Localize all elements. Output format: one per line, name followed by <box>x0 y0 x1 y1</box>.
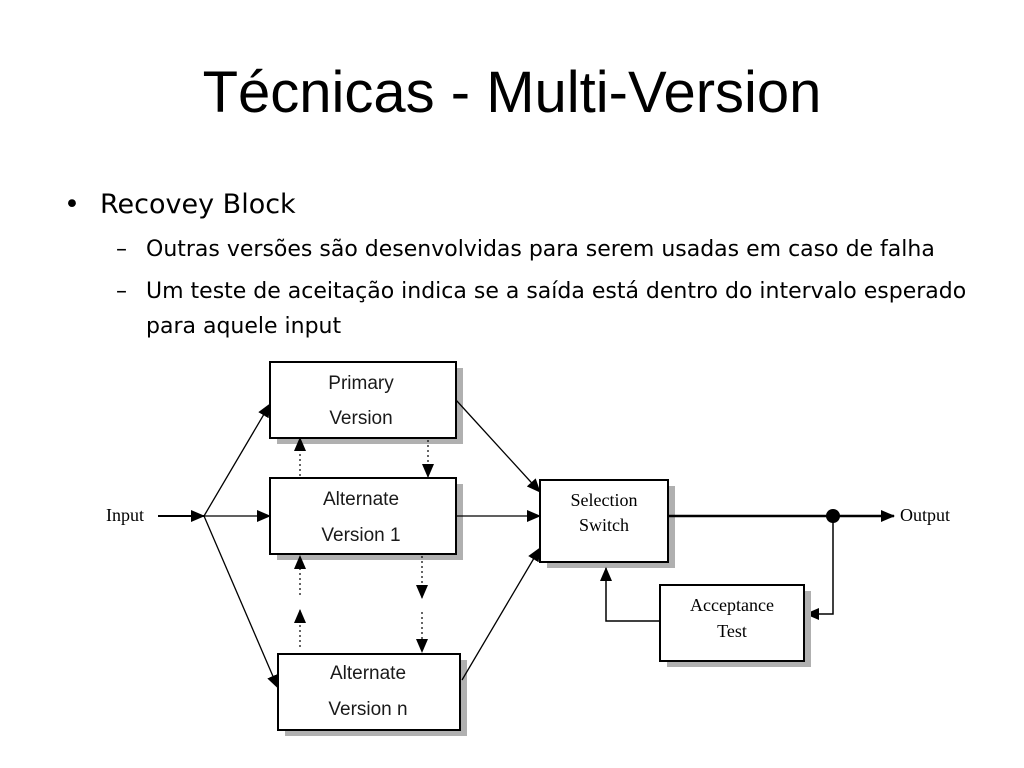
sub-bullet-marker: – <box>116 237 127 262</box>
arrow-altn-to-selection <box>461 547 541 681</box>
arrow-acceptance-to-selection <box>600 567 660 622</box>
selection-switch-box: Selection Switch <box>539 479 675 568</box>
alternate-version-n-box: Alternate Version n <box>277 653 467 736</box>
alternate-version-n-line1: Alternate <box>330 663 406 684</box>
alternate-version-n-line2: Version n <box>328 699 407 720</box>
arrow-to-primary <box>203 403 271 517</box>
sub-bullet-text: Um teste de aceitação indica se a saída … <box>146 279 967 339</box>
arrow-output-to-acceptance <box>805 516 834 620</box>
sub-bullet-marker: – <box>116 279 127 304</box>
primary-version-line1: Primary <box>328 373 394 394</box>
primary-version-box: Primary Version <box>269 361 463 444</box>
input-label: Input <box>106 505 144 525</box>
slide-title: Técnicas - Multi-Version <box>202 60 822 125</box>
bullet-list: • Recovey Block – Outras versões são des… <box>0 0 1024 360</box>
acceptance-test-box: Acceptance Test <box>659 584 811 667</box>
alternate-version-1-line1: Alternate <box>323 489 399 510</box>
acceptance-test-line1: Acceptance <box>690 595 774 615</box>
acceptance-test-line2: Test <box>717 621 747 641</box>
sub-bullet-text: Outras versões são desenvolvidas para se… <box>146 237 935 262</box>
output-label: Output <box>900 505 950 525</box>
bullet-text: Recovey Block <box>100 189 296 220</box>
arrow-primary-to-selection <box>455 399 541 493</box>
selection-switch-line1: Selection <box>571 490 638 510</box>
bullet-marker: • <box>64 189 80 220</box>
alternate-version-1-line2: Version 1 <box>321 525 400 546</box>
primary-version-line2: Version <box>329 408 392 429</box>
selection-switch-line2: Switch <box>579 515 629 535</box>
alternate-version-1-box: Alternate Version 1 <box>269 477 463 560</box>
arrow-to-alternate-n <box>203 515 279 689</box>
